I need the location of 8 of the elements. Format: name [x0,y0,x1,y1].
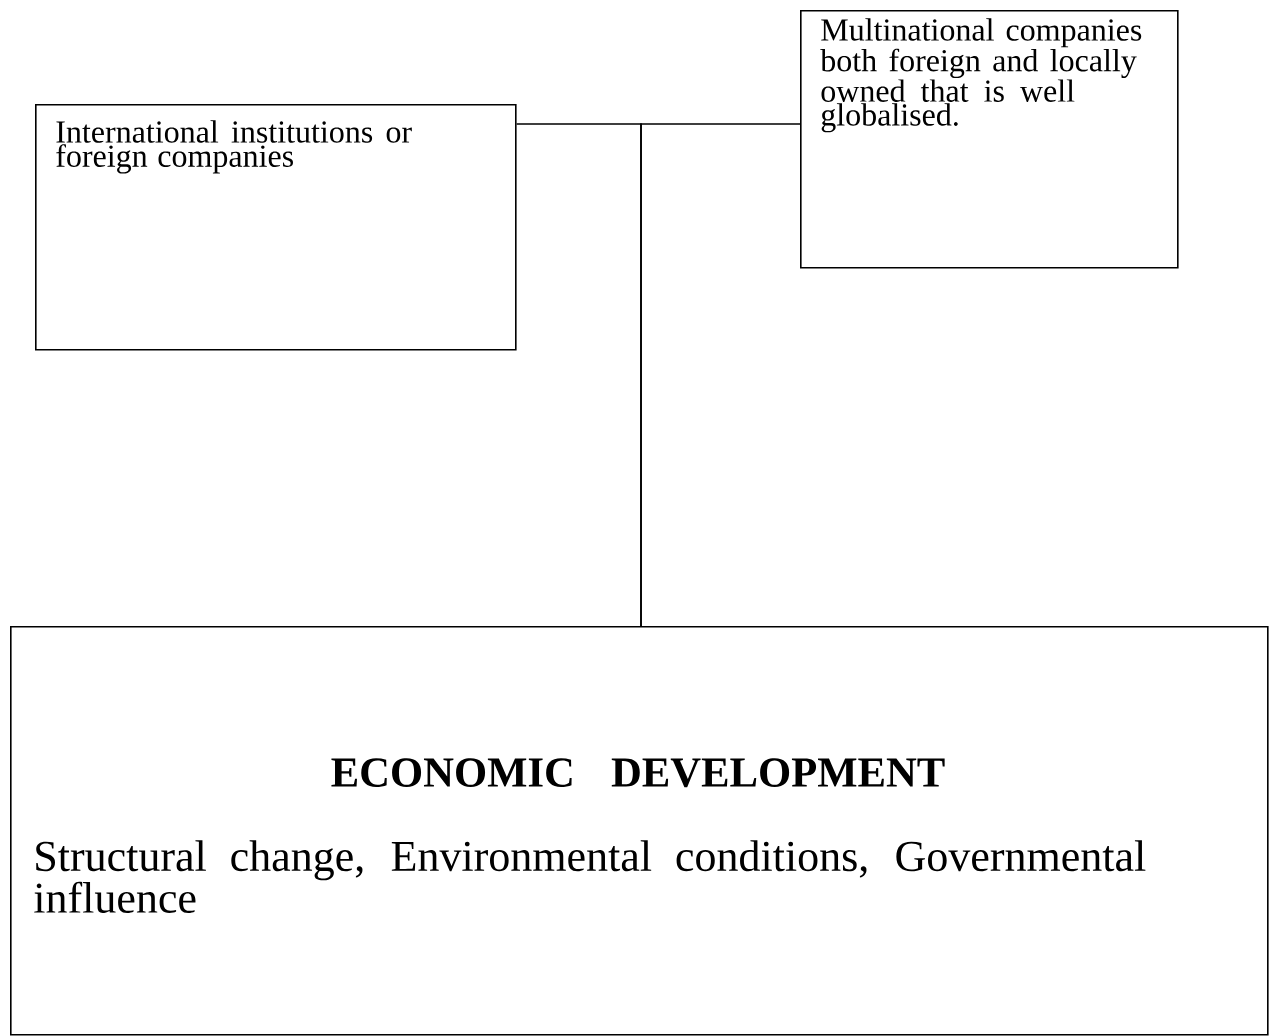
box-text: Structural change, Environmental conditions, Governmental influence [34,840,1146,914]
box-text: Multinational companies both foreign and locally owned that is well globalised. [820,18,1142,133]
box-text: International institutions or foreign companies [56,120,412,174]
text-box [800,10,1179,269]
text-box [10,626,1269,1036]
text-box [35,104,517,351]
box-heading: ECONOMIC DEVELOPMENT [331,758,945,788]
connector-line [640,123,801,627]
